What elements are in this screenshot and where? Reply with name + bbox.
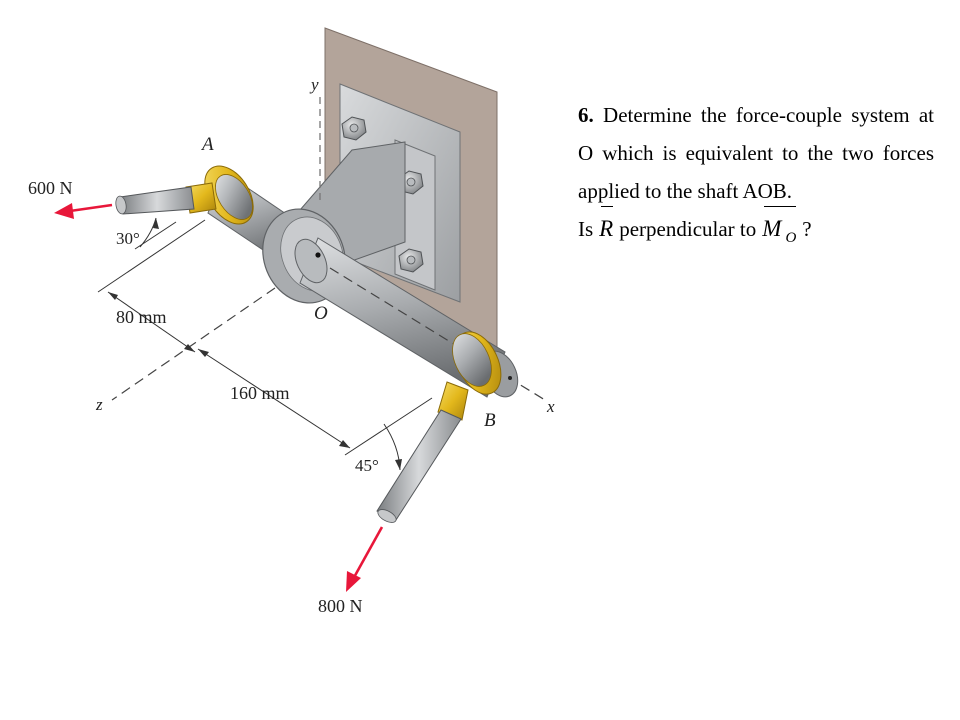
dim-80-line bbox=[107, 291, 196, 353]
angle-a-reference bbox=[134, 221, 177, 250]
point-o-label: O bbox=[314, 303, 328, 324]
axis-x-label: x bbox=[546, 397, 555, 416]
shaft-diagram: y z x A O B 600 N 30° 80 mm 160 mm 45° 8… bbox=[28, 27, 555, 616]
angle-b-arrow bbox=[395, 459, 402, 470]
point-o-dot bbox=[315, 252, 321, 258]
bolt-top bbox=[341, 116, 367, 141]
dim-80-extension-a bbox=[97, 219, 206, 293]
vector-m-symbol: M bbox=[762, 216, 782, 241]
force-a-arrowhead bbox=[54, 203, 74, 219]
rod-b-end bbox=[377, 509, 397, 523]
z-axis bbox=[111, 287, 276, 401]
dim-80-label: 80 mm bbox=[116, 307, 167, 327]
problem-text: 6. Determine the force-couple system at … bbox=[578, 96, 934, 251]
dim-160-extension-b bbox=[344, 397, 433, 456]
problem-statement-text: Determine the force-couple system at O w… bbox=[578, 103, 934, 203]
force-b-label: 800 N bbox=[318, 596, 363, 616]
axis-y-label: y bbox=[309, 75, 319, 94]
force-a-label: 600 N bbox=[28, 178, 73, 198]
question-suffix: ? bbox=[802, 217, 812, 241]
bolt-bottom bbox=[398, 248, 424, 273]
dim-80-arrow-start bbox=[108, 292, 118, 300]
force-b-arrowhead bbox=[346, 571, 361, 592]
collar-a bbox=[185, 165, 254, 225]
axis-z-label: z bbox=[95, 395, 103, 414]
problem-statement: 6. Determine the force-couple system at … bbox=[578, 96, 934, 210]
force-a-arrow bbox=[69, 203, 113, 213]
force-b-arrow bbox=[350, 526, 384, 582]
point-b-label: B bbox=[484, 410, 496, 431]
dim-80-arrow-end bbox=[184, 344, 195, 352]
angle-b-label: 45° bbox=[355, 456, 379, 475]
dim-160-arrow-end bbox=[339, 440, 350, 448]
rod-b bbox=[376, 409, 462, 521]
rod-a bbox=[119, 186, 195, 215]
problem-number: 6. bbox=[578, 103, 594, 127]
angle-a-arrow bbox=[153, 218, 159, 229]
question-mid: perpendicular to bbox=[619, 217, 757, 241]
angle-a-label: 30° bbox=[116, 229, 140, 248]
shaft-end-center bbox=[508, 376, 512, 380]
vector-m-subscript: O bbox=[785, 230, 797, 246]
collar-b bbox=[437, 331, 502, 421]
vector-r-symbol: R bbox=[599, 216, 614, 241]
question-prefix: Is bbox=[578, 217, 594, 241]
dim-160-line bbox=[197, 348, 351, 449]
point-a-label: A bbox=[200, 134, 214, 155]
dim-160-arrow-start bbox=[198, 349, 209, 357]
dim-160-label: 160 mm bbox=[230, 383, 290, 403]
rod-a-end bbox=[115, 195, 127, 215]
vector-r: R bbox=[599, 206, 614, 248]
angle-a-arc bbox=[139, 217, 157, 248]
shaft-hub bbox=[294, 238, 328, 284]
